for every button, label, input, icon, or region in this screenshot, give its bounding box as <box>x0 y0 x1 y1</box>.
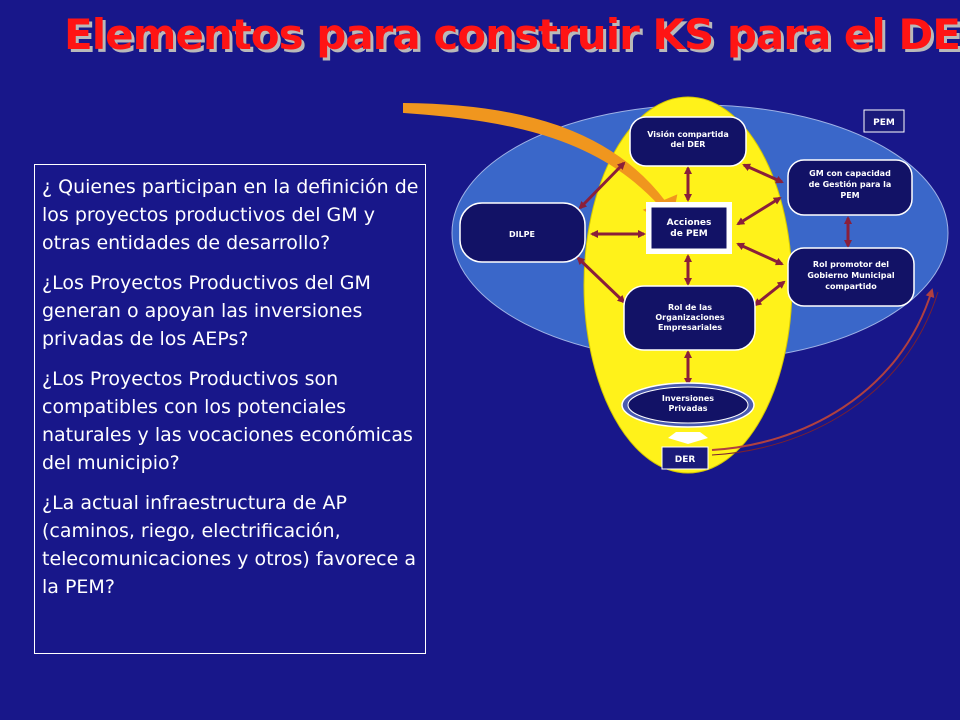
node-dilpe-label: DILPE <box>509 230 535 239</box>
node-rol-org-line3: Empresariales <box>658 323 722 332</box>
arrow-vision-gm <box>742 163 784 184</box>
node-rol-org <box>623 285 756 351</box>
node-rol-promotor-line3: compartido <box>825 282 877 291</box>
der-feedback-arrow <box>711 288 935 451</box>
arrow-rolorg-rolprom <box>753 280 786 307</box>
node-rol-promotor-line2: Gobierno Municipal <box>807 271 895 280</box>
node-vision-line1: Visión compartida <box>647 129 729 139</box>
node-rol-org-line1: Rol de las <box>668 303 712 312</box>
questions-box: ¿ Quienes participan en la definición de… <box>34 164 426 654</box>
node-acciones-line1: Acciones <box>667 218 712 228</box>
node-acciones-line2: de PEM <box>670 229 707 239</box>
der-feedback-arrow-shadow <box>711 291 939 456</box>
arrow-acciones-gm <box>736 196 782 226</box>
node-inversiones-line2: Privadas <box>668 404 707 413</box>
node-inversiones-line1: Inversiones <box>662 394 714 403</box>
node-vision <box>629 116 747 167</box>
arrow-dilpe-vision <box>578 161 626 210</box>
node-acciones <box>650 206 728 250</box>
pem-tag <box>863 109 905 133</box>
der-tag-label: DER <box>675 455 696 465</box>
node-gm <box>787 159 913 216</box>
question-2: ¿Los Proyectos Productivos del GM genera… <box>42 272 371 350</box>
question-4: ¿La actual infraestructura de AP (camino… <box>42 492 416 598</box>
down-white-arrow <box>668 432 708 444</box>
page-title: Elementos para construir KS para el DEL <box>64 10 960 59</box>
node-rol-promotor <box>787 247 915 307</box>
node-inversiones <box>627 386 749 424</box>
node-dilpe <box>459 202 586 263</box>
node-rol-org-line2: Organizaciones <box>655 313 724 322</box>
node-gm-line2: de Gestión para la <box>809 179 892 189</box>
arrow-acciones-rolprom <box>736 242 784 266</box>
question-3: ¿Los Proyectos Productivos son compatibl… <box>42 368 413 474</box>
arrow-dilpe-rolorg <box>576 256 626 304</box>
question-1: ¿ Quienes participan en la definición de… <box>42 176 419 254</box>
node-gm-line1: GM con capacidad <box>809 169 891 178</box>
der-tag <box>661 446 709 470</box>
node-vision-line2: del DER <box>671 140 706 149</box>
pem-tag-label: PEM <box>873 118 895 128</box>
node-rol-promotor-line1: Rol promotor del <box>813 260 889 269</box>
node-gm-line3: PEM <box>840 191 859 200</box>
